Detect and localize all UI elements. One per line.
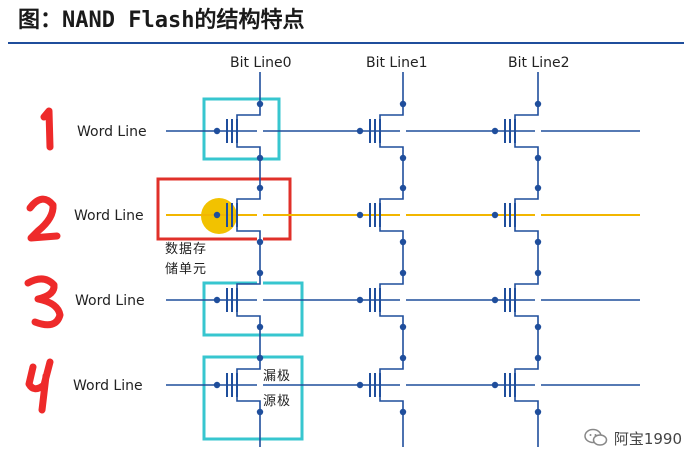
- cell-0-4-drain: [236, 358, 261, 375]
- cell-0-2-gap: [257, 189, 263, 241]
- cell-highlight-box-1: [202, 97, 281, 161]
- bit-line-0-label: Bit Line0: [230, 55, 292, 71]
- cell-1-3-drain-node: [399, 269, 407, 277]
- cell-2-1-drain-node: [534, 100, 542, 108]
- cell-0-1-drain: [236, 104, 261, 121]
- cell-2-4-drain: [514, 358, 539, 375]
- bit-line-2-label: Bit Line2: [508, 55, 570, 71]
- cell-1-4-gap: [400, 359, 406, 411]
- cell-2-4-gate-node: [491, 381, 499, 389]
- cell-0-4-gap: [257, 359, 263, 411]
- cell-1-4-drain-node: [399, 354, 407, 362]
- cell-2-2-drain-node: [534, 184, 542, 192]
- cell-1-3-source: [379, 310, 404, 327]
- cell-0-2-source: [236, 225, 261, 242]
- drain-label: 漏极: [263, 368, 291, 384]
- cell-1-2-drain-node: [399, 184, 407, 192]
- cell-2-1-source-node: [534, 154, 542, 162]
- cell-0-3-gap: [257, 274, 263, 326]
- row-number-4: [25, 358, 54, 414]
- cell-0-3-gate-node: [213, 296, 221, 304]
- cell-2-2-gate-node: [491, 211, 499, 219]
- bit-line-1-label: Bit Line1: [366, 55, 428, 71]
- watermark-text: 阿宝1990: [613, 429, 682, 448]
- word-line-2-label: Word Line: [74, 208, 144, 224]
- cell-0-4-drain-node: [256, 354, 264, 362]
- cell-0-4-source: [236, 395, 261, 412]
- cell-0-2-drain-node: [256, 184, 264, 192]
- row-number-1: [40, 107, 54, 151]
- cell-2-4-gap: [535, 359, 541, 411]
- cell-1-1-drain-node: [399, 100, 407, 108]
- word-line-4-label: Word Line: [73, 378, 143, 394]
- cell-2-2-source: [514, 225, 539, 242]
- cell-0-3-source: [236, 310, 261, 327]
- cell-2-2-gap: [535, 189, 541, 241]
- row-number-3: [24, 275, 64, 329]
- cell-1-2-source: [379, 225, 404, 242]
- cell-1-3-gap: [400, 274, 406, 326]
- cell-1-3-drain: [379, 273, 404, 290]
- cell-0-1-gap: [257, 105, 263, 157]
- cell-1-1-gate-node: [356, 127, 364, 135]
- cell-1-3-gate-node: [356, 296, 364, 304]
- cell-1-2-drain: [379, 188, 404, 205]
- cell-0-2-source-node: [256, 238, 264, 246]
- cell-1-1-source: [379, 141, 404, 158]
- cell-2-2-drain: [514, 188, 539, 205]
- cell-1-1-drain: [379, 104, 404, 121]
- cell-0-1-gate-node: [213, 127, 221, 135]
- cell-2-1-source: [514, 141, 539, 158]
- cell-1-2-source-node: [399, 238, 407, 246]
- wire-layer: [166, 72, 640, 447]
- cell-1-1-gap: [400, 105, 406, 157]
- storage-cell-label-line2: 储单元: [165, 262, 207, 277]
- cell-2-3-source: [514, 310, 539, 327]
- cell-1-4-gate-node: [356, 381, 364, 389]
- page-title: 图：NAND Flash的结构特点: [18, 8, 305, 33]
- cell-0-4-source-node: [256, 408, 264, 416]
- cell-2-3-source-node: [534, 323, 542, 331]
- cell-2-3-gate-node: [491, 296, 499, 304]
- cell-0-2-gate-node: [213, 211, 221, 219]
- cell-2-4-source-node: [534, 408, 542, 416]
- cell-2-4-drain-node: [534, 354, 542, 362]
- word-line-3-label: Word Line: [75, 293, 145, 309]
- cell-2-3-gap: [535, 274, 541, 326]
- cell-1-2-gate-node: [356, 211, 364, 219]
- cell-0-3-source-node: [256, 323, 264, 331]
- cell-0-1-drain-node: [256, 100, 264, 108]
- cell-0-3-drain: [236, 273, 261, 290]
- cell-2-1-drain: [514, 104, 539, 121]
- cell-0-1-source-node: [256, 154, 264, 162]
- cell-0-3-drain-node: [256, 269, 264, 277]
- cell-highlight-box-3: [202, 281, 304, 337]
- cell-2-2-source-node: [534, 238, 542, 246]
- cell-1-4-source: [379, 395, 404, 412]
- cell-2-3-drain: [514, 273, 539, 290]
- cell-1-3-source-node: [399, 323, 407, 331]
- cell-2-3-drain-node: [534, 269, 542, 277]
- cell-highlight-box-4: [202, 355, 304, 441]
- cell-0-1-source: [236, 141, 261, 158]
- word-line-1-label: Word Line: [77, 124, 147, 140]
- source-label: 源极: [263, 394, 291, 409]
- cell-1-2-gap: [400, 189, 406, 241]
- cell-1-1-source-node: [399, 154, 407, 162]
- cell-2-4-source: [514, 395, 539, 412]
- cell-1-4-source-node: [399, 408, 407, 416]
- selected-cell-box: [156, 177, 292, 241]
- cell-1-4-drain: [379, 358, 404, 375]
- cell-2-1-gate-node: [491, 127, 499, 135]
- cell-0-2-drain: [236, 188, 261, 205]
- storage-cell-label-line1: 数据存: [165, 242, 207, 257]
- row-number-2: [26, 195, 61, 242]
- cell-0-4-gate-node: [213, 381, 221, 389]
- title-divider: [8, 42, 684, 44]
- wechat-icon: [584, 428, 608, 446]
- cell-2-1-gap: [535, 105, 541, 157]
- watermark: 阿宝1990: [584, 426, 682, 450]
